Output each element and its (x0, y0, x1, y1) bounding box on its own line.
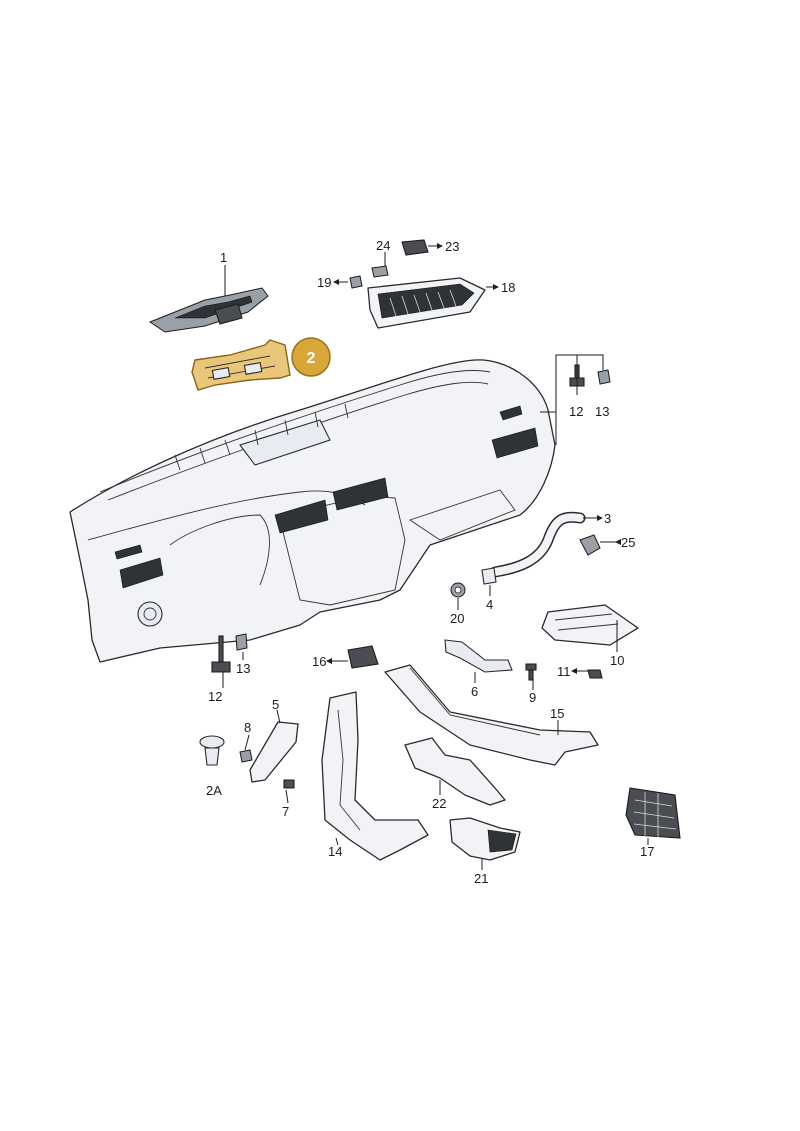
part-8-clip (239, 749, 253, 763)
callout-12-right: 12 (569, 404, 583, 419)
callout-1: 1 (220, 250, 227, 265)
part-13-nut-left (235, 633, 248, 651)
callout-11: 11 (557, 664, 571, 679)
part-17-vent-grille (625, 787, 681, 839)
callout-13-right: 13 (595, 404, 609, 419)
callout-15: 15 (550, 706, 564, 721)
part-23-sensor (401, 239, 429, 256)
callout-8: 8 (244, 720, 251, 735)
part-1-defroster-vent (148, 287, 269, 333)
callout-4: 4 (486, 597, 493, 612)
callout-12-left: 12 (208, 689, 222, 704)
callout-2-highlight-badge[interactable]: 2 (291, 337, 331, 377)
part-4-connector (481, 567, 497, 585)
callout-18: 18 (501, 280, 515, 295)
callout-19: 19 (317, 275, 331, 290)
dashboard-panel (69, 359, 556, 663)
callout-labels: 1 24 23 19 18 12 13 3 25 4 20 10 11 6 9 … (206, 238, 654, 886)
callout-5: 5 (272, 697, 279, 712)
part-10-bracket-plate (541, 604, 639, 646)
part-2-highlighted-bracket (191, 339, 291, 391)
callout-16: 16 (312, 654, 326, 669)
part-25-hose-end (579, 534, 601, 556)
callout-20: 20 (450, 611, 464, 626)
callout-2: 2 (307, 350, 316, 367)
part-19-clip (349, 275, 363, 289)
part-13-nut-right (597, 369, 611, 385)
callout-22: 22 (432, 796, 446, 811)
callout-23: 23 (445, 239, 459, 254)
callout-10: 10 (610, 653, 624, 668)
callout-14: 14 (328, 844, 342, 859)
leader-arrowheads (326, 243, 621, 674)
part-2a-push-pin (199, 735, 225, 766)
leader-lines (222, 245, 649, 870)
part-3-hose (489, 511, 586, 578)
callout-7: 7 (282, 804, 289, 819)
part-12-bolt-left (211, 635, 231, 673)
part-24-clip (371, 265, 389, 278)
callout-21: 21 (474, 871, 488, 886)
callout-6: 6 (471, 684, 478, 699)
callout-2a: 2A (206, 783, 222, 798)
part-21-duct-elbow (449, 817, 521, 861)
callout-24: 24 (376, 238, 390, 253)
part-9-screw (525, 663, 537, 681)
part-18-vent-grille (367, 277, 486, 329)
part-15-air-duct (384, 664, 599, 766)
callout-9: 9 (529, 690, 536, 705)
callout-3: 3 (604, 511, 611, 526)
part-20-grommet (450, 582, 466, 598)
part-5-bracket (249, 721, 299, 783)
callout-25: 25 (621, 535, 635, 550)
callout-13-left: 13 (236, 661, 250, 676)
part-22-air-duct (404, 737, 506, 806)
part-14-air-duct (321, 691, 429, 861)
part-16-clip-block (347, 645, 379, 669)
part-11-screw (587, 669, 603, 679)
part-6-bracket (444, 639, 513, 673)
callout-17: 17 (640, 844, 654, 859)
part-7-screw (283, 779, 295, 789)
